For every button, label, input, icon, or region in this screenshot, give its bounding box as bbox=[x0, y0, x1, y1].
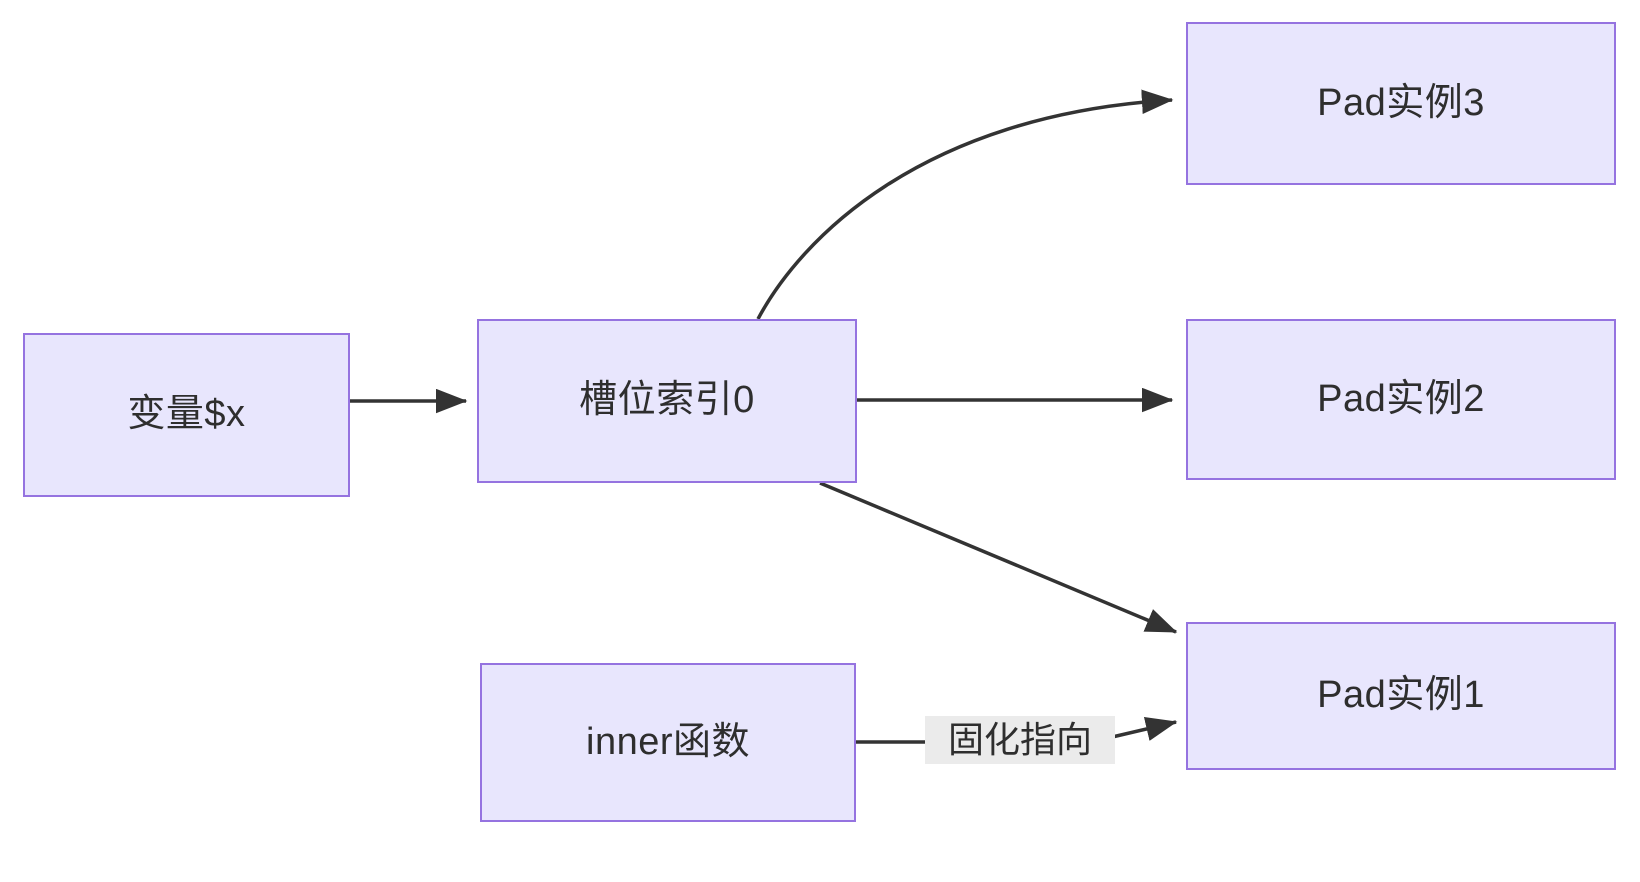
node-slot-index-0[interactable]: 槽位索引0 bbox=[477, 319, 857, 483]
node-pad-instance-1-label: Pad实例1 bbox=[1317, 674, 1485, 717]
node-variable-x-label: 变量$x bbox=[127, 393, 246, 436]
node-inner-function[interactable]: inner函数 bbox=[480, 663, 856, 822]
node-pad-instance-2-label: Pad实例2 bbox=[1317, 377, 1485, 420]
edge-slot0-to-pad3 bbox=[756, 89, 1174, 320]
node-pad-instance-2[interactable]: Pad实例2 bbox=[1186, 319, 1616, 480]
node-pad-instance-3-label: Pad实例3 bbox=[1317, 81, 1485, 124]
node-variable-x[interactable]: 变量$x bbox=[23, 333, 350, 497]
node-slot-index-0-label: 槽位索引0 bbox=[579, 379, 755, 422]
node-inner-function-label: inner函数 bbox=[586, 720, 750, 763]
edge-slot0-to-pad1 bbox=[819, 481, 1178, 634]
node-pad-instance-1[interactable]: Pad实例1 bbox=[1186, 622, 1616, 770]
node-pad-instance-3[interactable]: Pad实例3 bbox=[1186, 22, 1616, 185]
edge-label-guhua-zhixiang-text: 固化指向 bbox=[947, 718, 1092, 760]
edge-label-guhua-zhixiang: 固化指向 bbox=[925, 716, 1115, 764]
